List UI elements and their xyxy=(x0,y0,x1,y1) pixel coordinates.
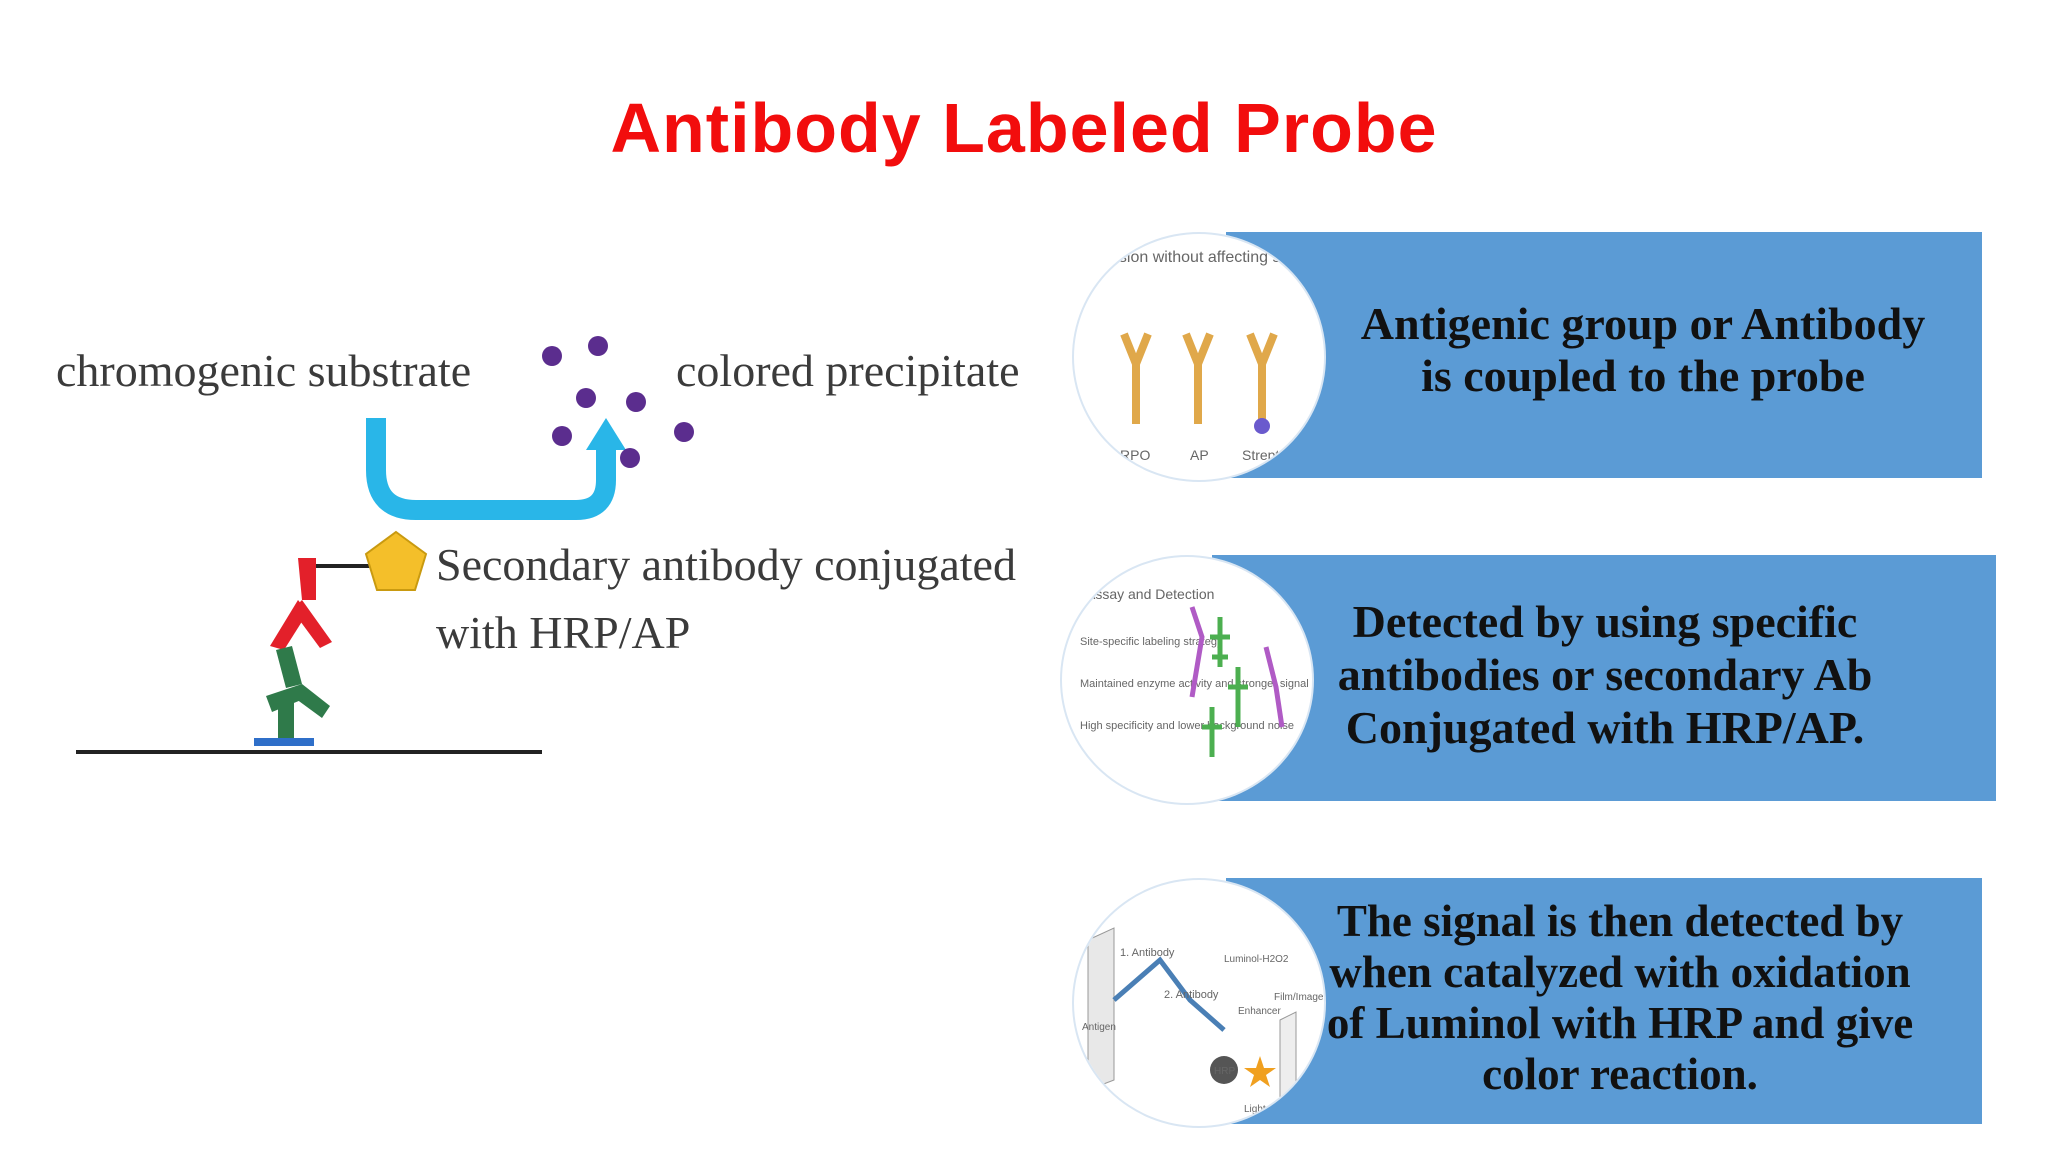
card-1-thumbnail-image: usion without affecting s RPO AP Strepta… xyxy=(1110,249,1297,463)
precipitate-dot xyxy=(576,388,596,408)
card-2-line: Conjugated with HRP/AP. xyxy=(1345,701,1865,753)
card-2-text: Detected by using specific antibodies or… xyxy=(1300,596,1910,755)
antibody-icon xyxy=(1246,332,1278,424)
light-star-icon xyxy=(1244,1056,1276,1087)
secondary-antibody-icon xyxy=(270,558,332,650)
card-3-thumbnail: 1. Antibody 2. Antibody Antigen Luminol-… xyxy=(1072,878,1326,1128)
card-2-thumbnail: Assay and Detection Site-specific labeli… xyxy=(1060,555,1314,805)
precipitate-dot xyxy=(620,448,640,468)
card-1-line: Antigenic group or Antibody xyxy=(1360,298,1926,349)
thumb-3-label: Antigen xyxy=(1082,1022,1116,1033)
membrane-icon xyxy=(1087,927,1115,1091)
precipitate-dot xyxy=(542,346,562,366)
antibody-chain-icon xyxy=(1112,956,1226,1032)
info-card-1 xyxy=(1226,232,1982,478)
reaction-arrow xyxy=(366,418,616,520)
primary-antibody-icon xyxy=(266,646,330,740)
antibody-icon xyxy=(1182,332,1214,424)
purple-antibody-icons xyxy=(1189,606,1285,728)
card-3-thumbnail-image: 1. Antibody 2. Antibody Antigen Luminol-… xyxy=(1082,927,1324,1115)
hrp-icon xyxy=(1210,1056,1238,1084)
thumb-3-label: HRP xyxy=(1214,1066,1235,1077)
info-card-3 xyxy=(1226,878,1982,1124)
thumb-1-caption-rpo: RPO xyxy=(1120,447,1150,463)
label-secondary-antibody-line2: with HRP/AP xyxy=(436,607,690,658)
thumb-1-caption-ap: AP xyxy=(1190,447,1209,463)
card-3-text: The signal is then detected by when cata… xyxy=(1290,896,1950,1099)
precipitate-dot xyxy=(588,336,608,356)
antigen-marker xyxy=(254,738,314,746)
thumb-3-label: 1. Antibody xyxy=(1120,947,1175,959)
card-2-line: Detected by using specific xyxy=(1352,596,1858,647)
diagram-canvas: chromogenic substrate colored precipitat… xyxy=(56,336,1020,754)
precipitate-dots xyxy=(542,336,694,468)
antibody-icon xyxy=(1120,332,1152,424)
slide-title: Antibody Labeled Probe xyxy=(610,89,1438,167)
thumb-3-label: 2. Antibody xyxy=(1164,989,1219,1001)
card-3-line: The signal is then detected by xyxy=(1336,896,1904,946)
arrow-head-icon xyxy=(586,418,626,450)
antibody-icons xyxy=(1120,332,1278,424)
enzyme-pentagon-icon xyxy=(364,530,428,591)
thumb-3-label: Enhancer xyxy=(1238,1006,1281,1017)
green-antibody-icons xyxy=(1202,617,1248,757)
label-chromogenic-substrate: chromogenic substrate xyxy=(56,345,471,396)
thumb-3-label: Luminol-H2O2 xyxy=(1224,954,1289,965)
card-2-line: antibodies or secondary Ab xyxy=(1337,648,1873,700)
thumb-1-caption-top: usion without affecting s xyxy=(1110,249,1280,266)
precipitate-dot xyxy=(674,422,694,442)
antibody-detection-diagram: chromogenic substrate colored precipitat… xyxy=(40,300,1020,780)
label-secondary-antibody-line1: Secondary antibody conjugated xyxy=(436,539,1016,590)
thumb-2-bullet: High specificity and lower background no… xyxy=(1080,720,1294,732)
thumb-2-header: Assay and Detection xyxy=(1086,586,1214,602)
thumb-2-bullet: Site-specific labeling strategy xyxy=(1080,636,1223,648)
thumb-3-label: Light xyxy=(1244,1104,1266,1115)
card-3-line: when catalyzed with oxidation xyxy=(1329,946,1911,997)
card-1-thumbnail: usion without affecting s RPO AP Strepta… xyxy=(1072,232,1326,482)
card-1-line: is coupled to the probe xyxy=(1421,350,1865,402)
card-1-text: Antigenic group or Antibody is coupled t… xyxy=(1318,298,1968,403)
thumb-3-label: Film/Imager xyxy=(1274,992,1324,1003)
precipitate-dot xyxy=(552,426,572,446)
info-card-2 xyxy=(1212,555,1996,801)
card-3-line: of Luminol with HRP and give xyxy=(1326,997,1914,1048)
card-3-line: color reaction. xyxy=(1482,1048,1758,1099)
precipitate-dot xyxy=(626,392,646,412)
label-colored-precipitate: colored precipitate xyxy=(676,345,1020,396)
card-2-thumbnail-image: Assay and Detection Site-specific labeli… xyxy=(1080,586,1309,757)
streptavidin-icon xyxy=(1254,418,1270,434)
